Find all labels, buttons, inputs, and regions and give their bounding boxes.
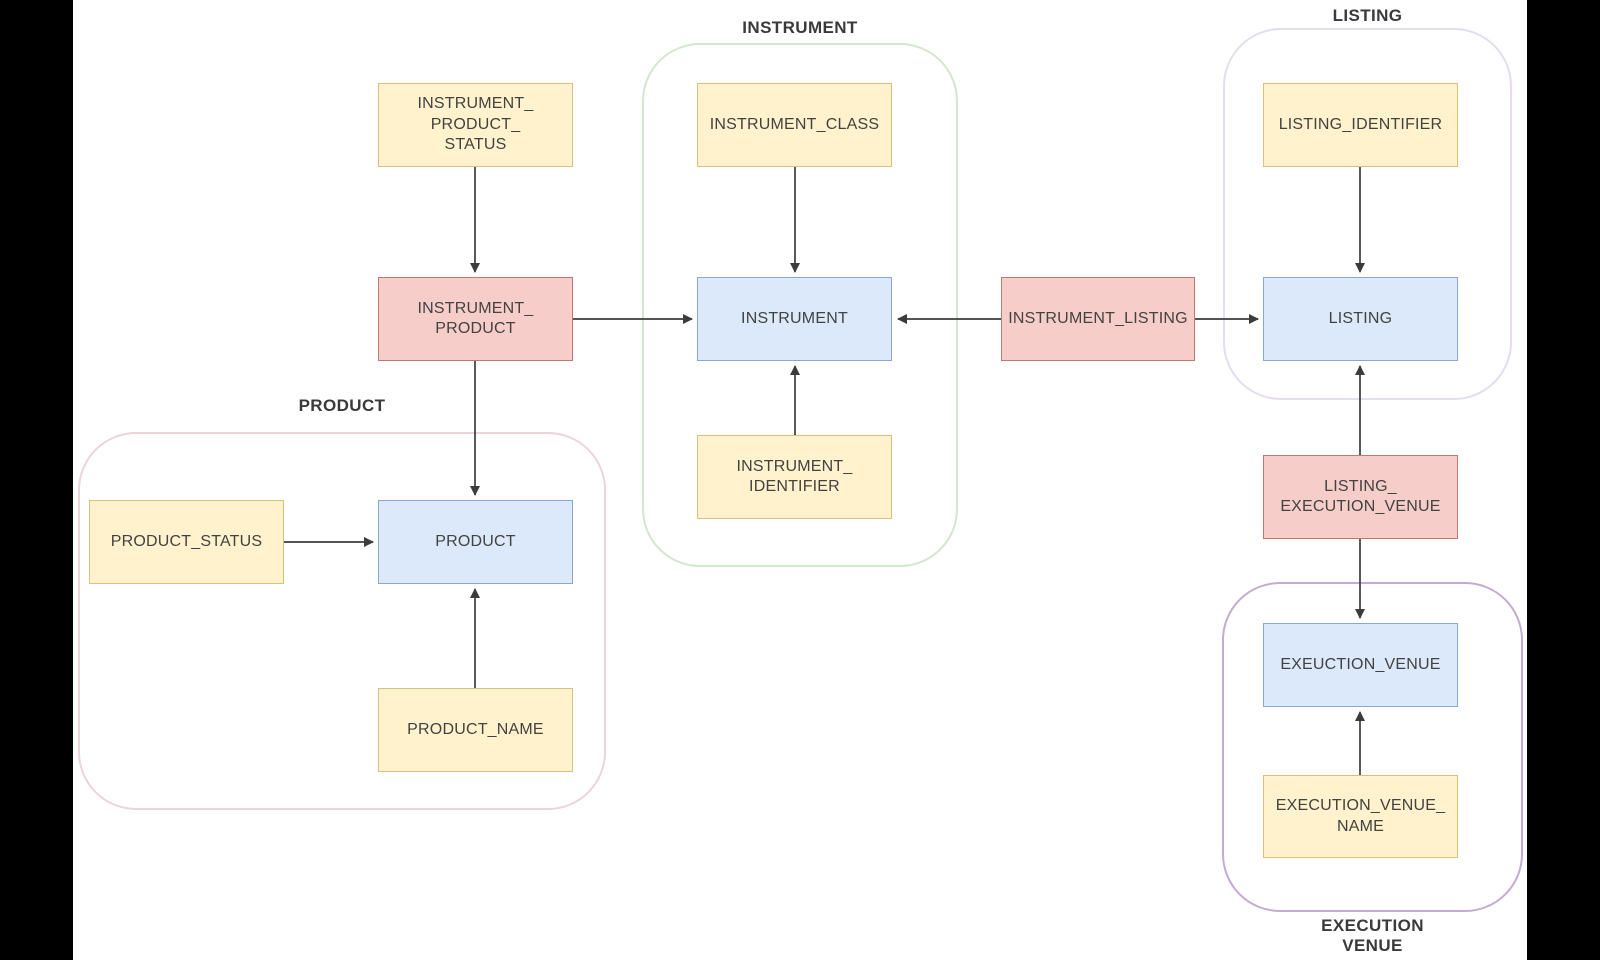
node-instrument-class: INSTRUMENT_CLASS	[697, 83, 892, 167]
group-instrument: INSTRUMENT	[642, 18, 958, 567]
node-instrument-listing: INSTRUMENT_LISTING	[1001, 277, 1195, 361]
group-execution-venue: EXECUTION VENUE	[1222, 582, 1523, 955]
group-product: PRODUCT	[78, 396, 606, 810]
letterbox-right	[1527, 0, 1600, 960]
node-instrument-product: INSTRUMENT_ PRODUCT	[378, 277, 573, 361]
node-instrument: INSTRUMENT	[697, 277, 892, 361]
group-instrument-label: INSTRUMENT	[742, 18, 858, 37]
node-product-status: PRODUCT_STATUS	[89, 500, 284, 584]
node-listing-identifier: LISTING_IDENTIFIER	[1263, 83, 1458, 167]
group-listing: LISTING	[1223, 6, 1512, 400]
node-product-name: PRODUCT_NAME	[378, 688, 573, 772]
group-execution-venue-label: EXECUTION VENUE	[1321, 916, 1424, 956]
group-listing-label: LISTING	[1332, 6, 1403, 25]
node-listing-execution-venue: LISTING_ EXECUTION_VENUE	[1263, 455, 1458, 539]
group-product-label: PRODUCT	[298, 396, 386, 415]
node-exeuction-venue: EXEUCTION_VENUE	[1263, 623, 1458, 707]
node-instrument-product-status: INSTRUMENT_ PRODUCT_ STATUS	[378, 83, 573, 167]
node-product: PRODUCT	[378, 500, 573, 584]
node-execution-venue-name: EXECUTION_VENUE_ NAME	[1263, 775, 1458, 858]
letterbox-left	[0, 0, 73, 960]
node-listing: LISTING	[1263, 277, 1458, 361]
node-instrument-identifier: INSTRUMENT_ IDENTIFIER	[697, 435, 892, 519]
